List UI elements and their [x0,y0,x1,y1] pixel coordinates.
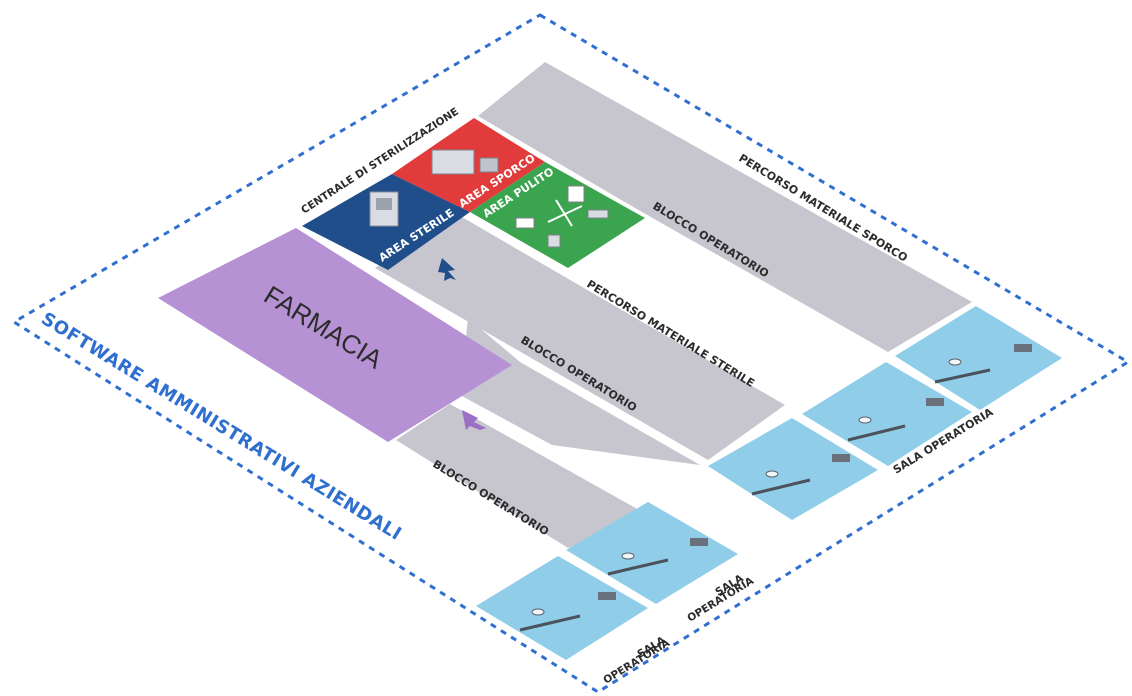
admin-software-boundary [11,13,1131,694]
corridor-dirty-path [478,62,972,352]
operating-room-bottom-2 [476,556,648,660]
area-pulito-zone [470,162,645,268]
corridor-block-middle [460,318,700,465]
monitor-icon [598,344,1032,600]
washer-machine-icon [431,149,499,175]
farmacia-area [158,228,512,442]
corridor-block-bottom [396,404,648,548]
operating-room-bottom-1 [566,502,738,604]
operating-room-right-3 [708,418,878,520]
clean-area-devices-icon [515,185,609,248]
surgical-lamp-icon [531,358,962,616]
operating-room-right-1 [895,306,1062,410]
arrow-farmacia-icon [462,410,486,430]
operating-table-icon [519,368,991,632]
corridor-sterile-path [375,213,785,460]
arrow-sterile-icon [438,258,456,281]
operating-room-right-2 [802,362,972,466]
operating-room-bottom-a-line2: OPERATORIA [601,636,672,686]
sterilizer-machine-icon [369,191,399,227]
